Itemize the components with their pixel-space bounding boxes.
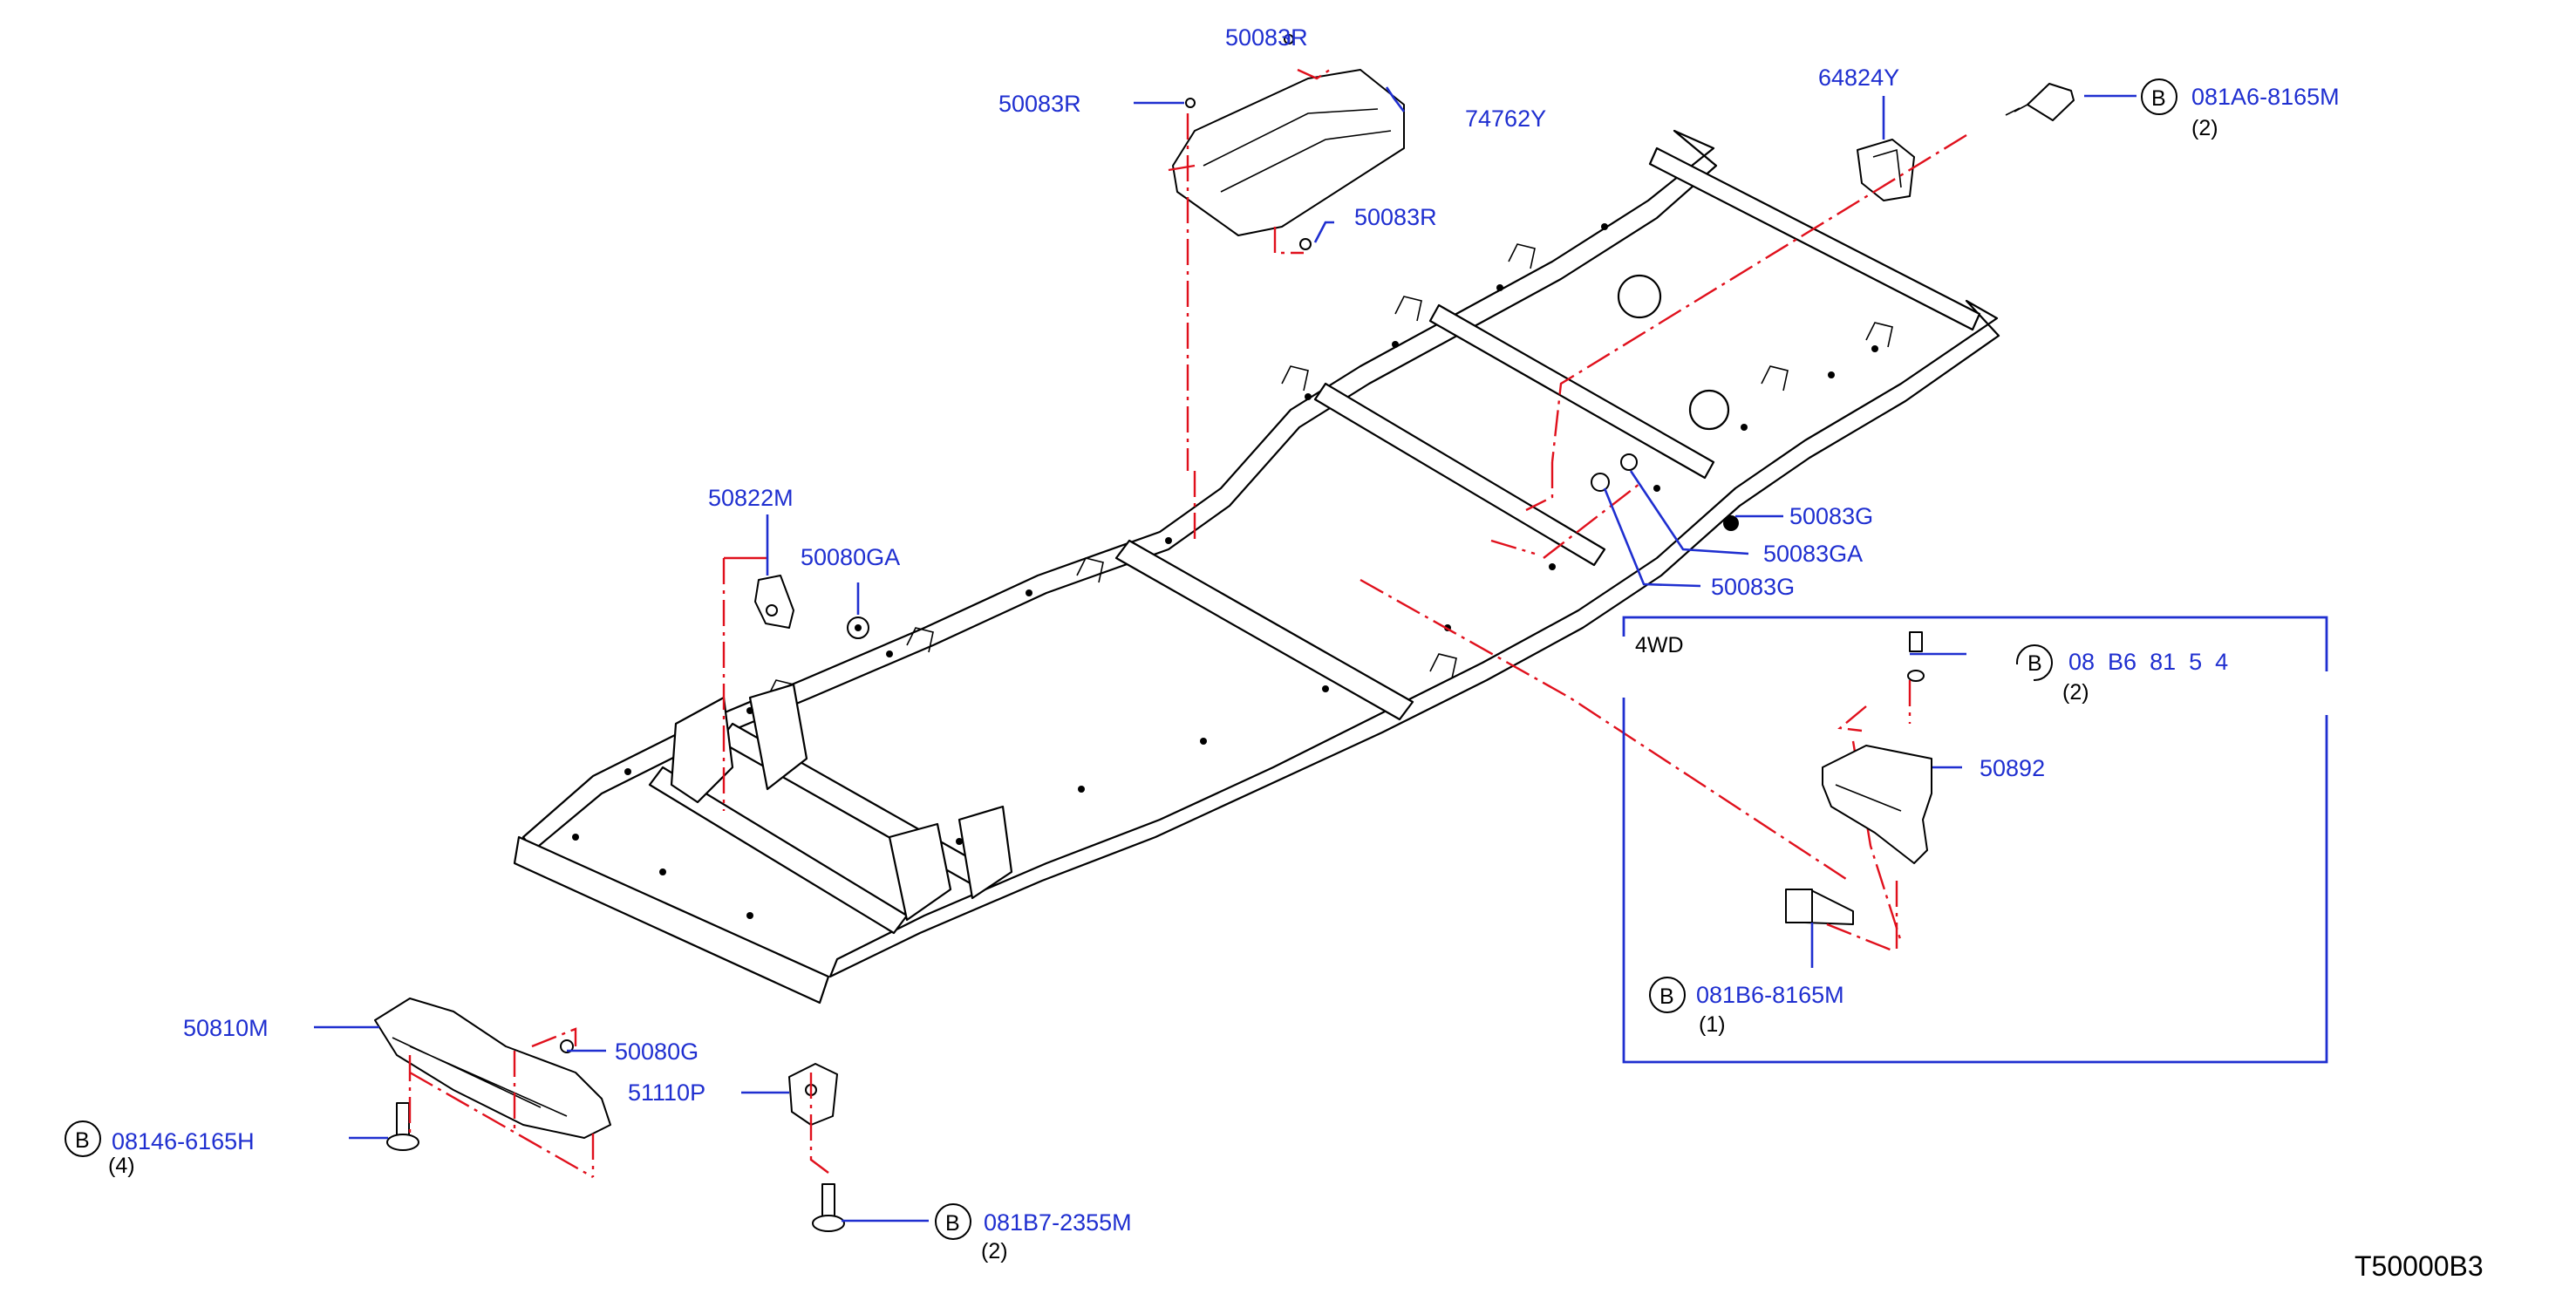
bolt-callout-08146-6165H: B 08146-6165H (4) <box>65 1120 255 1178</box>
callout-50822M: 50822M <box>708 485 794 511</box>
bolt-icon <box>1907 631 1925 682</box>
bolt-callout-081B7-2355M: B 081B7-2355M (2) <box>935 1203 1132 1263</box>
bracket-50822M <box>754 575 794 629</box>
callout-64824Y: 64824Y <box>1818 65 1899 91</box>
inset-4wd: 4WD <box>1618 616 2341 1064</box>
diagram-code: T50000B3 <box>2355 1250 2484 1282</box>
callout-50892: 50892 <box>1980 755 2045 781</box>
clip-50080GA <box>847 616 869 639</box>
bolt-icon <box>812 1183 845 1232</box>
callout-74762Y: 74762Y <box>1465 106 1546 132</box>
bolt-symbol: B <box>1659 984 1674 1009</box>
callout-50080G: 50080G <box>615 1039 699 1065</box>
bracket-64824Y <box>1857 139 1915 201</box>
grommet-50083GA <box>1620 453 1638 471</box>
bolt-symbol: B <box>945 1211 960 1236</box>
bolt-quantity: (4) <box>108 1154 135 1178</box>
assembly-leader-lines <box>408 68 1967 1179</box>
callout-50083R: 50083R <box>1225 24 1308 51</box>
callout-50083R: 50083R <box>998 91 1081 117</box>
callout-50083R: 50083R <box>1354 204 1437 230</box>
grommet-50083G <box>1591 473 1610 492</box>
bolt-quantity: (1) <box>1699 1012 1726 1037</box>
bolt-icon <box>2005 83 2075 121</box>
callout-leaders <box>314 35 2136 1222</box>
bolt-symbol: B <box>2027 651 2042 676</box>
bolt-callout-081A6-8165M: B 081A6-8165M (2) <box>2141 78 2340 140</box>
bolt-icon <box>386 1102 419 1151</box>
bolt-symbol: B <box>2151 86 2166 111</box>
inset-title: 4WD <box>1635 633 1684 657</box>
bolt-icon <box>1785 889 1854 925</box>
bolt-quantity: (2) <box>2062 680 2089 705</box>
bolt-symbol: B <box>75 1128 90 1153</box>
callout-50083G: 50083G <box>1789 503 1873 529</box>
bolt-callout-partial: B 08 B6 81 5 4 (2) <box>2014 644 2228 705</box>
grommet-50083G <box>1723 515 1739 531</box>
callout-50083G: 50083G <box>1711 574 1795 600</box>
bolt-quantity: (2) <box>2191 116 2218 140</box>
bracket-51110P <box>788 1063 838 1126</box>
callout-51110P: 51110P <box>628 1079 705 1106</box>
bolt-quantity: (2) <box>981 1239 1008 1263</box>
bolt-part-number: 081B6-8165M <box>1696 982 1844 1008</box>
chassis-frame <box>513 129 2000 1005</box>
callout-50810M: 50810M <box>183 1015 269 1041</box>
skid-plate-50810M <box>374 998 611 1139</box>
bracket-50892 <box>1822 745 1932 864</box>
bolt-callout-081B6-8165M: B 081B6-8165M (1) <box>1649 977 1844 1037</box>
bolt-part-number: 08 B6 81 5 4 <box>2068 649 2228 675</box>
bolt-part-number: 081B7-2355M <box>984 1209 1132 1236</box>
callout-labels: 50083R 50083R 74762Y 50083R 64824Y 50822… <box>183 24 2045 1106</box>
bolt-part-number: 08146-6165H <box>112 1128 255 1154</box>
callout-50083GA: 50083GA <box>1763 541 1863 567</box>
bolt-part-number: 081A6-8165M <box>2191 84 2340 110</box>
callout-50080GA: 50080GA <box>801 544 900 570</box>
